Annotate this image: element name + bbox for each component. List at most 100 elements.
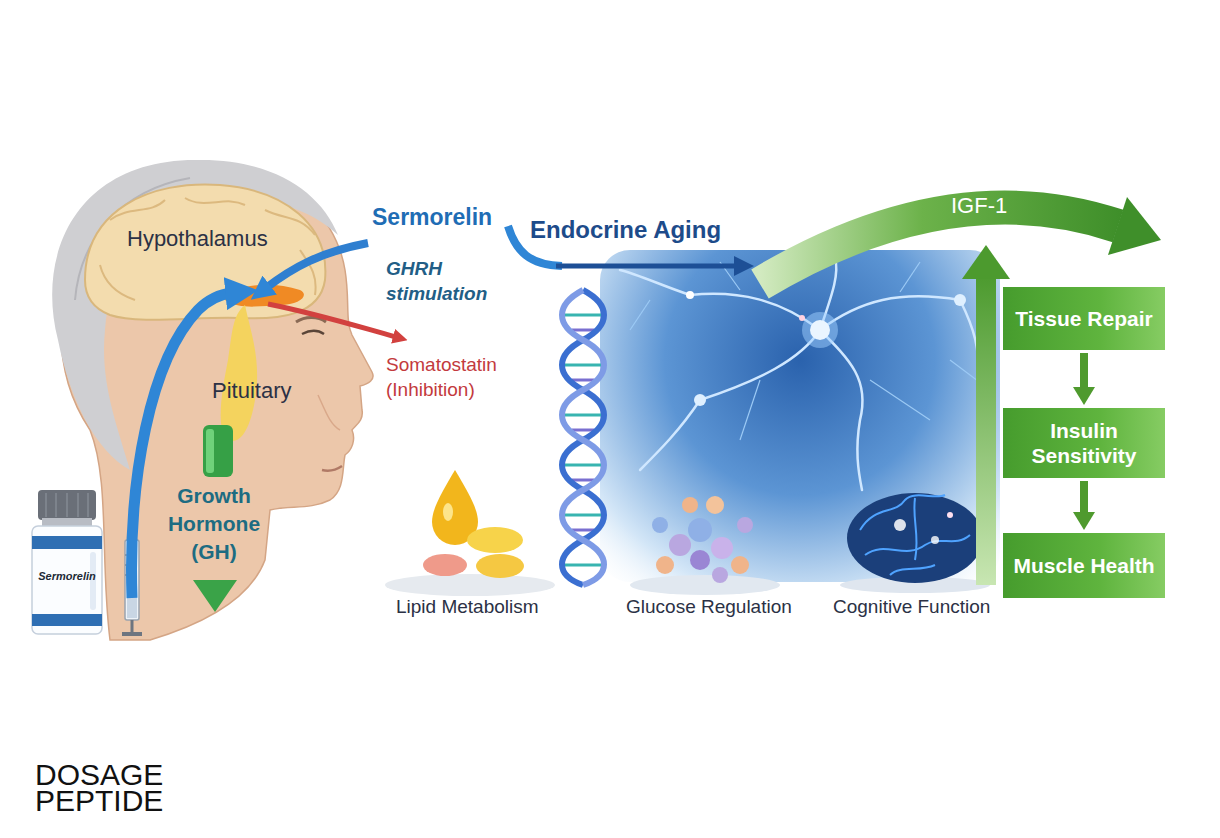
art-part	[962, 245, 1010, 279]
art-part	[565, 464, 601, 467]
flow-arrows	[132, 226, 738, 598]
vial-cap	[38, 490, 96, 520]
art-part	[268, 304, 396, 337]
art-part	[914, 498, 916, 560]
art-part	[706, 496, 724, 514]
art-part	[565, 414, 601, 417]
lipid-icon	[385, 470, 555, 596]
art-part	[131, 620, 134, 634]
art-part	[712, 567, 728, 583]
region-label: Hypothalamus	[127, 226, 268, 252]
art-part	[760, 208, 1118, 284]
art-part	[572, 379, 594, 382]
art-part	[110, 200, 165, 220]
art-part	[77, 493, 79, 517]
art-part	[322, 466, 342, 471]
art-part	[640, 400, 700, 470]
art-part	[860, 495, 970, 575]
neuron-panel	[600, 250, 1000, 582]
art-part	[630, 262, 990, 440]
art-part	[737, 517, 753, 533]
art-part	[423, 554, 467, 576]
art-part	[565, 364, 601, 367]
art-part	[122, 632, 142, 636]
vial-band	[32, 614, 102, 626]
art-part	[820, 296, 960, 330]
effect-box: Insulin Sensitivity	[1003, 408, 1165, 478]
art-part	[556, 264, 738, 269]
art-part	[731, 556, 749, 574]
art-part	[55, 493, 57, 517]
box-text: Muscle Health	[1013, 553, 1154, 578]
art-part	[900, 262, 920, 292]
art-part	[565, 314, 601, 317]
art-part	[690, 294, 820, 330]
art-part	[66, 493, 68, 517]
action-label: GHRH stimulation	[386, 256, 496, 306]
vial-shape: Sermorelin	[30, 490, 104, 636]
art-part	[652, 517, 668, 533]
art-part	[630, 300, 650, 330]
art-part	[266, 243, 368, 288]
art-part	[810, 320, 830, 340]
effect-box: Tissue Repair	[1003, 287, 1165, 350]
brain-icon	[840, 493, 990, 593]
arrow-label: IGF-1	[951, 193, 1007, 219]
art-part	[562, 290, 604, 585]
art-part	[620, 270, 690, 295]
art-part	[87, 493, 89, 517]
art-part	[820, 330, 863, 490]
art-part	[960, 300, 978, 380]
art-part	[890, 565, 935, 575]
art-part	[225, 285, 304, 307]
art-part	[860, 495, 945, 530]
art-part	[572, 429, 594, 432]
process-label: Endocrine Aging	[530, 215, 721, 244]
art-part	[931, 536, 939, 544]
art-part	[740, 380, 760, 440]
vial-band	[32, 536, 102, 549]
cap-ridges	[46, 493, 88, 517]
art-part	[690, 550, 710, 570]
art-part	[45, 493, 47, 517]
protein-icon	[630, 496, 780, 595]
dna-helix	[562, 290, 604, 585]
arrow-shaft	[1080, 353, 1088, 391]
effect-box: Muscle Health	[1003, 533, 1165, 598]
art-part	[894, 519, 906, 531]
box-text: Insulin Sensitivity	[1013, 418, 1155, 468]
art-part	[206, 429, 214, 473]
art-part	[193, 580, 237, 612]
art-part	[562, 290, 604, 585]
art-part	[185, 198, 245, 205]
vial-label: Sermorelin	[30, 569, 104, 583]
art-part	[799, 315, 805, 321]
art-part	[221, 305, 257, 441]
art-part	[802, 312, 838, 348]
art-part	[686, 291, 694, 299]
art-part	[700, 330, 820, 400]
watermark: PEPTIDE	[35, 786, 163, 816]
art-part	[847, 493, 983, 583]
art-part	[656, 556, 674, 574]
art-part	[443, 503, 453, 521]
art-part	[620, 258, 978, 490]
vial-outline	[30, 490, 104, 636]
art-part	[565, 514, 601, 517]
inhibit-label: Somatostatin (Inhibition)	[386, 352, 526, 402]
art-part	[100, 265, 135, 300]
arrow-head	[1073, 387, 1095, 405]
flow-arrow	[1073, 353, 1095, 405]
art-part	[947, 512, 953, 518]
art-part	[572, 479, 594, 482]
art-part	[711, 537, 733, 559]
region-label: Pituitary	[212, 378, 291, 404]
art-part	[600, 250, 1000, 582]
drug-label: Sermorelin	[372, 203, 492, 231]
hormone-label: Growth Hormone (GH)	[150, 482, 278, 566]
art-part	[565, 564, 601, 567]
art-part	[572, 329, 594, 332]
art-part	[476, 554, 524, 578]
art-part	[630, 575, 780, 595]
art-part	[318, 395, 340, 430]
